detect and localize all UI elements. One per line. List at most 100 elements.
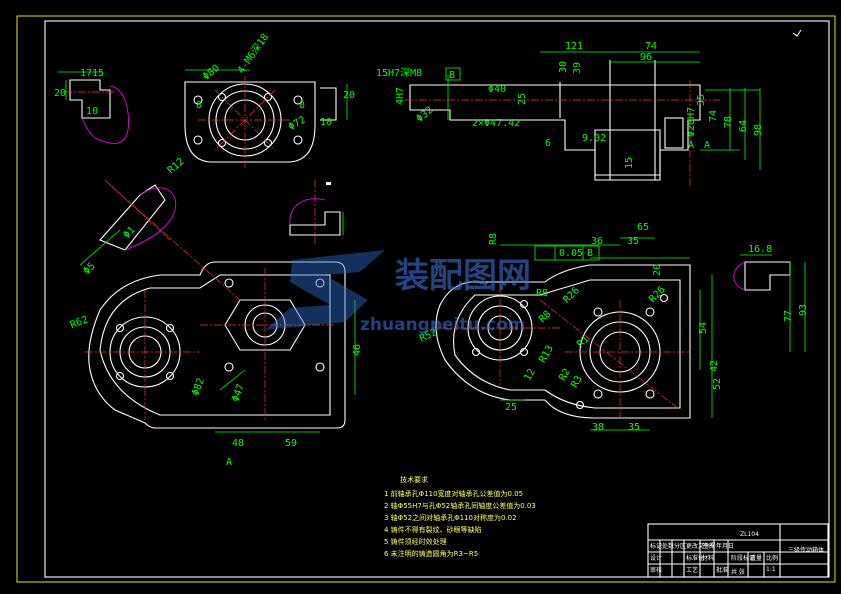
watermark: 装配图网 zhuangpeitu.com [265, 250, 531, 335]
dim-label: 74 [708, 110, 719, 122]
dim-label: 2×Φ47.42 [472, 118, 520, 129]
dim-label: R1 [575, 334, 591, 350]
dim-label: 15 [92, 68, 104, 79]
tb-cell: 签名 [702, 542, 714, 550]
tech-note-item: 4 铸件不得有裂纹、砂眼等缺陷 [384, 525, 482, 534]
tech-notes-title: 技术要求 [400, 475, 428, 484]
dim-label: R8 [536, 288, 548, 299]
tb-cell: 批准 [716, 566, 728, 574]
top-middle-flange-view: Φ80 4-M6深18 8 8 R12 Φ72 20 10 [166, 31, 355, 176]
dim-label: 46 [352, 344, 363, 356]
dim-label: 39 [572, 62, 583, 74]
tolerance-value: 0.05 [559, 248, 583, 259]
dim-label: 20 [54, 88, 66, 99]
dim-label: 9.02 [582, 133, 606, 144]
dim-label: 17 [80, 68, 92, 79]
dim-label: 6 [545, 138, 551, 149]
dim-label: 35 [628, 422, 640, 433]
tb-cell: 分区 [674, 542, 686, 550]
tb-cell: 审核 [650, 566, 662, 574]
dim-label: Φ72 [287, 115, 308, 134]
dim-label: 98 [753, 124, 764, 136]
dim-label: 8 [196, 100, 202, 111]
dim-label: 12 [522, 367, 538, 383]
dim-label: 15H7深M8 [376, 67, 422, 79]
material-code: ZL104 [740, 531, 759, 538]
dim-label: R13 [537, 344, 556, 365]
dim-label: Φ40 [488, 84, 506, 95]
watermark-cn: 装配图网 [395, 256, 531, 296]
datum-label: B [587, 248, 593, 259]
dim-label: 35 [696, 94, 707, 106]
dim-label: 59 [285, 438, 297, 449]
dim-label: R62 [69, 315, 90, 332]
dim-label: 121 [565, 41, 583, 52]
tech-note-item: 1 前轴承孔Φ110宽度对轴承孔公差值为0.05 [384, 489, 523, 498]
watermark-en: zhuangpeitu.com [360, 315, 526, 335]
material-label: 材料 [702, 554, 714, 562]
dim-label: Φ28H7 [686, 107, 697, 137]
dim-label: 65 [637, 222, 649, 233]
top-left-section-view: 17 15 20 10 [54, 68, 129, 144]
dim-label: 77 [783, 310, 794, 322]
dim-label: R2 [557, 367, 573, 383]
dim-label: 4-M6深18 [235, 31, 271, 76]
tb-cell: 处数 [662, 542, 674, 550]
tb-cell: 标准化 [686, 554, 704, 562]
corner-mark [792, 29, 802, 37]
dim-label: 48 [232, 438, 244, 449]
dim-label: 10 [320, 117, 332, 128]
dim-label: 52 [712, 378, 723, 390]
dim-label: 25 [517, 93, 528, 105]
scale-value: 1:1 [766, 566, 776, 573]
dim-label: R8 [537, 309, 553, 325]
tech-note-item: 3 轴Φ52之间对轴承孔Φ110对称度为0.02 [384, 513, 517, 522]
dim-label: 38 [592, 422, 604, 433]
center-mark [326, 182, 331, 185]
dim-label: 54 [698, 322, 709, 334]
dim-label: 36 [591, 236, 603, 247]
inner-frame [44, 20, 830, 578]
tb-cell: 标记 [650, 542, 662, 550]
tb-cell: 工艺 [686, 566, 698, 574]
dim-label: Φ32 [414, 105, 435, 125]
tech-note-item: 5 铸件须经时效处理 [384, 537, 447, 546]
dim-label: 20 [343, 90, 355, 101]
tech-note-item: 6 未注明的铸造圆角为R3~R5 [384, 549, 478, 558]
dim-label: R3 [569, 374, 585, 390]
dim-label: 25 [505, 402, 517, 413]
title-block: ZL104 三级传动箱体 阶段标记 重量 比例 1:1 共 张 标记 处数 分区… [647, 523, 829, 578]
technical-requirements: 技术要求 1 前轴承孔Φ110宽度对轴承孔公差值为0.05 2 轴Φ55H7与孔… [384, 475, 536, 558]
right-main-view: R8 65 36 35 0.05 B R8 R26 R52 R1 R13 12 … [418, 222, 723, 433]
svg-text:Φ1: Φ1 [122, 225, 138, 241]
svg-text:Φ5: Φ5 [82, 261, 98, 277]
dim-label: 15 [624, 157, 635, 169]
datum-label: A [688, 140, 694, 151]
outer-frame [16, 15, 836, 583]
dim-label: Φ82 [190, 377, 207, 398]
dim-label: 8 [299, 100, 305, 111]
tb-cell: 更改文件号 [686, 542, 716, 550]
section-detail-mid [289, 180, 344, 245]
datum-label: A [704, 140, 710, 151]
top-right-section-view: 15H7深M8 B 121 74 30 39 96 4H7 Φ40 25 2×Φ… [376, 41, 764, 188]
part-name: 三级传动箱体 [788, 546, 824, 554]
section-label: A [226, 457, 232, 468]
section-detail-right: 16.8 77 93 [733, 244, 809, 352]
dim-label: Φ47 [230, 383, 247, 404]
sheet-label: 共 张 [731, 568, 745, 576]
scale-label: 比例 [766, 554, 778, 562]
dim-label: 20 [652, 264, 663, 276]
dim-label: R26 [562, 285, 583, 306]
dim-label: 64 [738, 120, 749, 132]
dim-label: R8 [488, 233, 499, 245]
left-main-view: R62 Φ82 Φ47 46 48 59 A [69, 184, 363, 468]
dim-label: 16.8 [748, 244, 772, 255]
dim-label: 10 [86, 106, 98, 117]
section-detail-left: Φ1 Φ5 [79, 179, 177, 277]
dim-label: 93 [798, 304, 809, 316]
dim-label: 96 [640, 52, 652, 63]
weight-label: 重量 [750, 554, 762, 562]
dim-label: 78 [723, 116, 734, 128]
dim-label: 35 [627, 236, 639, 247]
